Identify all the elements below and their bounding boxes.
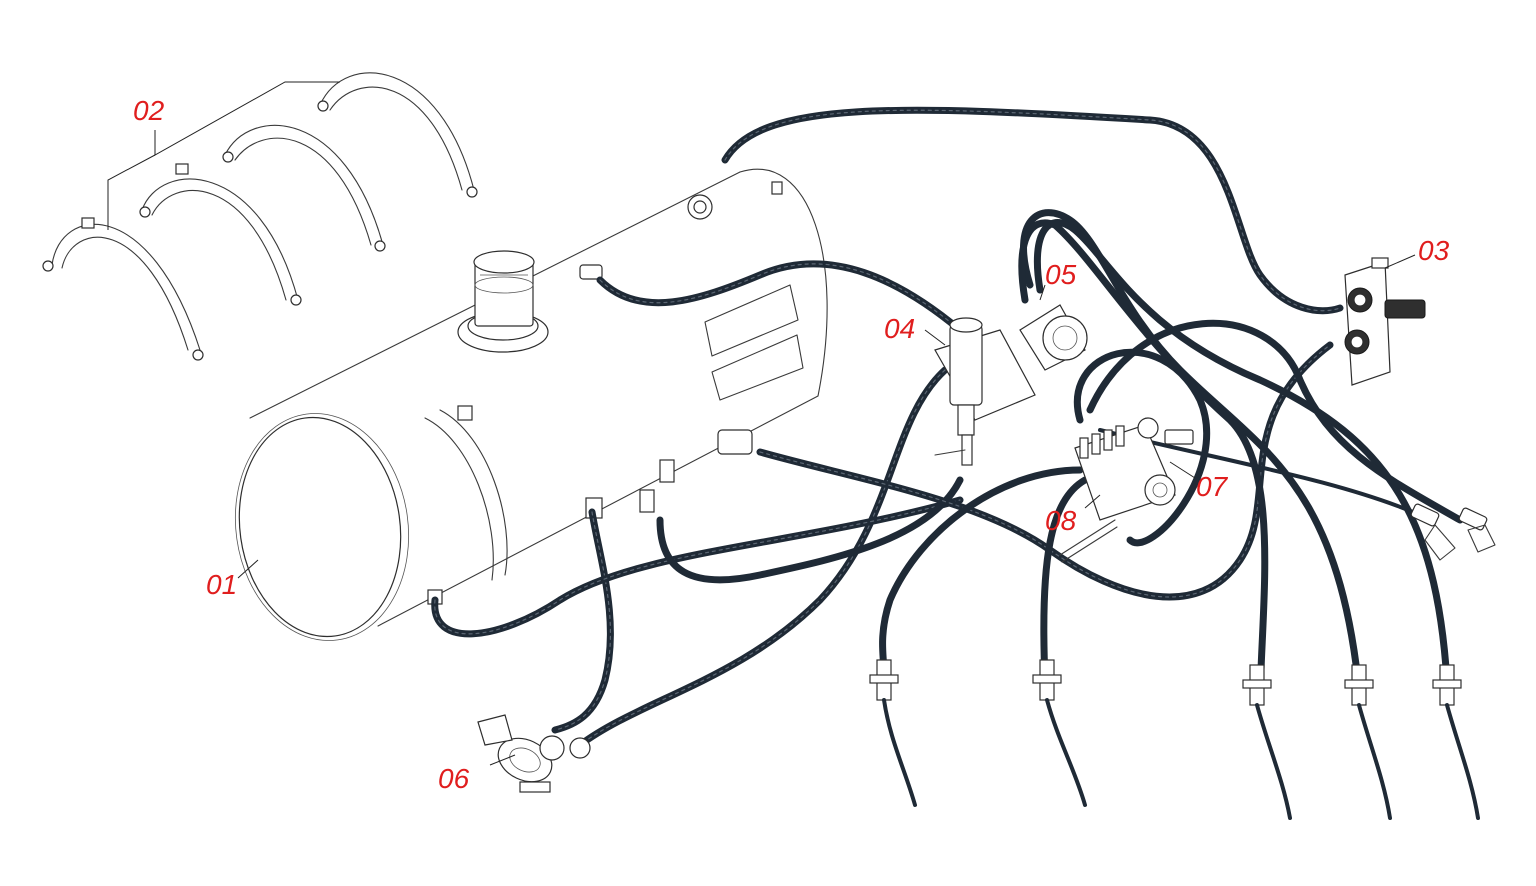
nozzle-4	[1344, 664, 1392, 820]
tank	[234, 168, 828, 641]
mounting-straps	[42, 72, 478, 361]
callout-03: 03	[1418, 235, 1450, 266]
nozzles	[869, 503, 1496, 820]
nozzle-1	[869, 659, 917, 807]
callout-02: 02	[133, 95, 165, 126]
nozzle-3	[1242, 664, 1292, 820]
valve-assembly	[477, 714, 591, 793]
leader-lines	[107, 81, 1416, 766]
callout-06: 06	[438, 763, 470, 794]
callout-08: 08	[1045, 505, 1077, 536]
distributor-manifold	[1059, 417, 1194, 563]
callout-05: 05	[1045, 259, 1077, 290]
filler-cap	[457, 250, 549, 353]
control-panel	[1344, 257, 1426, 386]
callout-01: 01	[206, 569, 237, 600]
motor	[1019, 304, 1088, 371]
nozzle-5	[1432, 664, 1480, 820]
callout-04: 04	[884, 313, 915, 344]
filter-pump	[934, 317, 1036, 466]
callout-07: 07	[1196, 471, 1229, 502]
hoses	[431, 106, 1464, 749]
hose-end-couplings	[1410, 503, 1496, 561]
nozzle-2	[1032, 659, 1087, 807]
callouts: 01 02 03 04 05 06 07 08	[133, 95, 1450, 794]
